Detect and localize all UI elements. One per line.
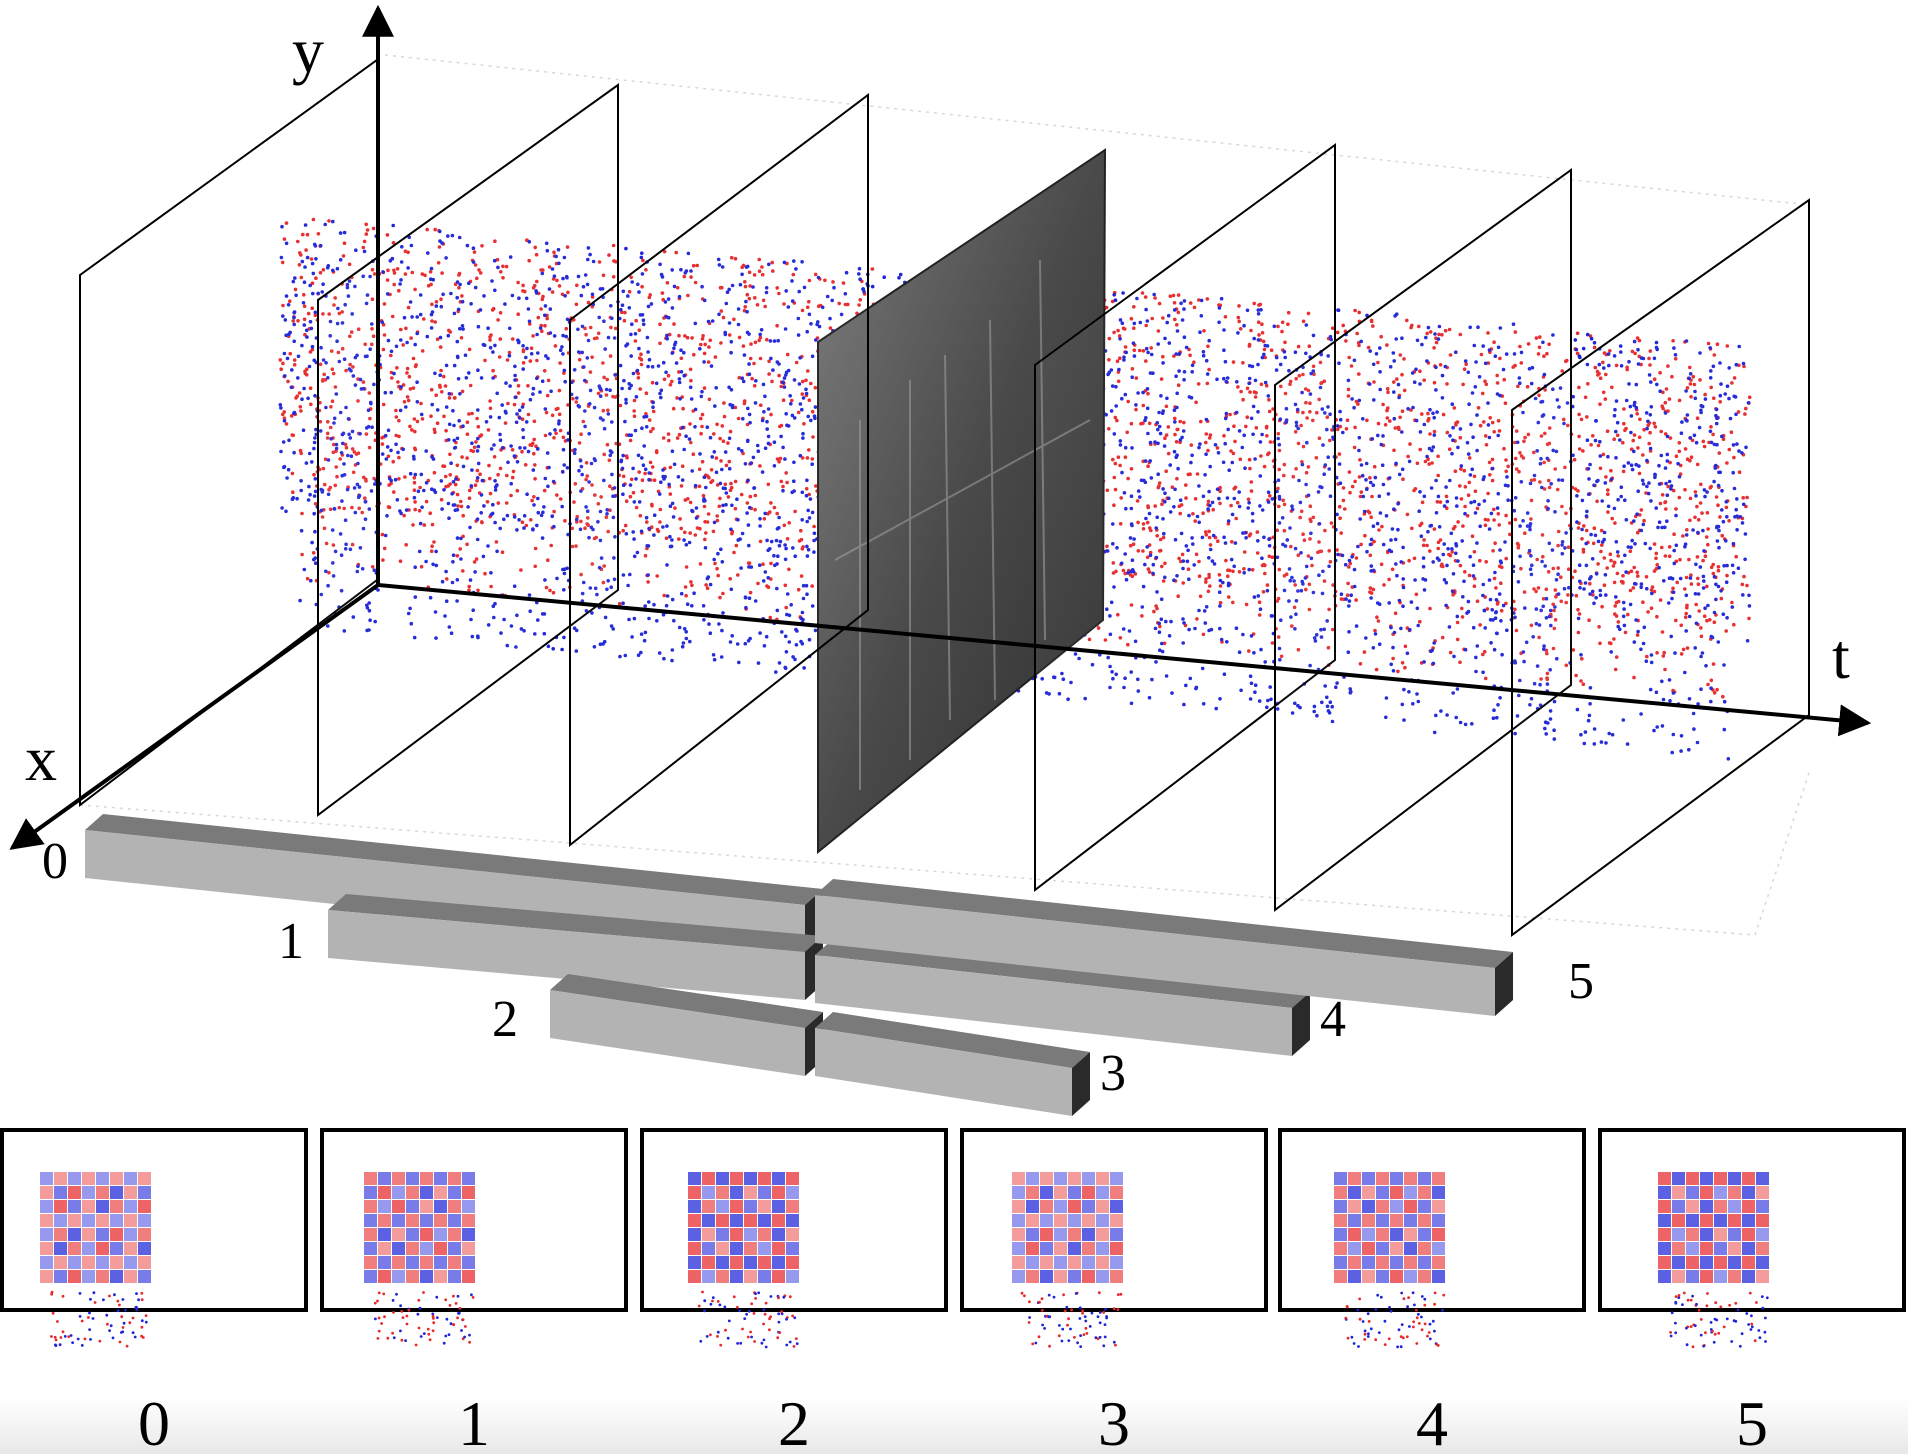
negative-event-point xyxy=(1593,341,1597,345)
positive-event-point xyxy=(1353,309,1357,313)
positive-event-point xyxy=(1336,331,1340,335)
negative-event-point xyxy=(1574,338,1578,342)
negative-event-point xyxy=(624,247,628,251)
positive-event-point xyxy=(1593,346,1597,350)
negative-event-point xyxy=(1590,337,1594,341)
negative-event-point xyxy=(899,273,903,277)
positive-event-point xyxy=(1576,332,1580,336)
positive-event-point xyxy=(386,233,390,237)
positive-event-point xyxy=(871,267,875,271)
negative-event-point xyxy=(640,251,644,255)
negative-event-point xyxy=(897,276,901,280)
negative-event-point xyxy=(1582,347,1586,351)
positive-event-point xyxy=(1357,311,1361,315)
negative-event-point xyxy=(1121,291,1125,295)
negative-event-point xyxy=(1112,293,1116,297)
negative-event-point xyxy=(1114,298,1118,302)
positive-event-point xyxy=(1341,324,1345,328)
negative-event-point xyxy=(391,224,395,228)
negative-event-point xyxy=(1575,348,1579,352)
negative-event-point xyxy=(640,256,644,260)
negative-event-point xyxy=(882,275,886,279)
negative-event-point xyxy=(1578,356,1582,360)
